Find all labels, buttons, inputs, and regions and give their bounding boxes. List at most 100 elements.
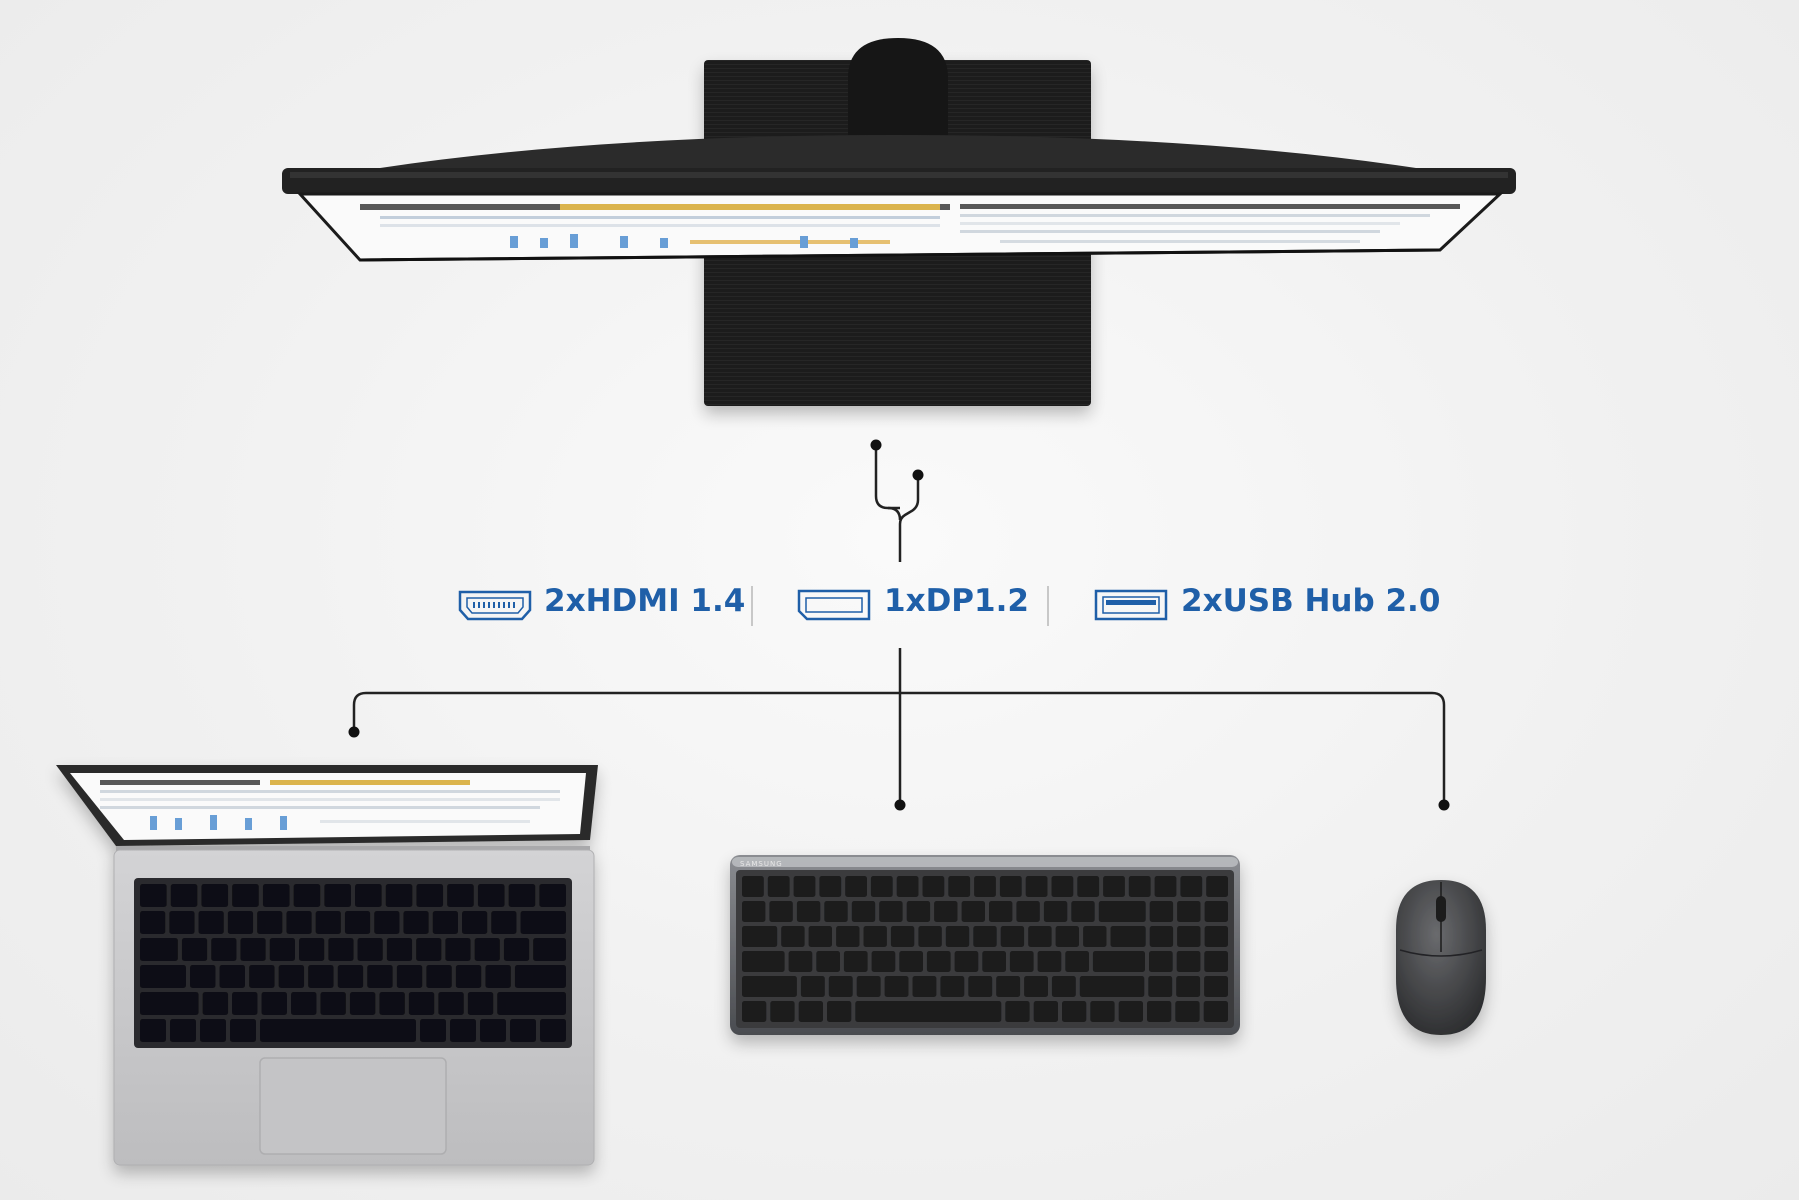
- key: [201, 884, 229, 907]
- laptop: [56, 765, 598, 1166]
- key: [1009, 951, 1034, 972]
- key: [1090, 1001, 1115, 1022]
- key: [510, 1019, 536, 1042]
- key: [767, 876, 790, 897]
- key: [871, 951, 896, 972]
- key: [1028, 926, 1052, 947]
- key: [1065, 951, 1089, 972]
- key: [974, 876, 996, 897]
- key: [230, 1019, 256, 1042]
- key: [227, 911, 254, 934]
- key: [742, 976, 797, 997]
- key: [1071, 901, 1095, 922]
- key: [824, 901, 848, 922]
- hdmi-port-icon: [458, 590, 532, 621]
- usb-port-icon: [1094, 589, 1168, 621]
- key: [856, 976, 881, 997]
- key: [793, 876, 816, 897]
- key: [474, 938, 500, 961]
- key: [770, 1001, 795, 1022]
- key: [843, 951, 868, 972]
- key: [836, 926, 860, 947]
- key: [408, 992, 435, 1015]
- key: [1204, 951, 1228, 972]
- key: [1000, 926, 1025, 947]
- key: [219, 965, 245, 988]
- keyboard-keys: [742, 876, 1228, 1022]
- key: [1051, 876, 1074, 897]
- key: [299, 938, 325, 961]
- key: [948, 876, 971, 897]
- key: [170, 1019, 196, 1042]
- key: [1079, 976, 1145, 997]
- key: [349, 992, 376, 1015]
- key: [945, 926, 970, 947]
- key: [357, 938, 383, 961]
- key: [514, 965, 566, 988]
- key: [355, 884, 382, 907]
- key: [540, 1019, 566, 1042]
- key: [1062, 1001, 1087, 1022]
- key: [855, 1001, 1002, 1022]
- key: [798, 1001, 823, 1022]
- key: [1077, 876, 1100, 897]
- key: [374, 911, 400, 934]
- key: [416, 938, 442, 961]
- usb-hub-label: 2xUSB Hub 2.0: [1181, 583, 1441, 619]
- keyboard: SAMSUNG: [730, 855, 1240, 1035]
- mouse-body: [1396, 880, 1486, 1035]
- key: [278, 965, 305, 988]
- cable-dots: [348, 439, 1450, 811]
- key: [989, 901, 1013, 922]
- key: [379, 992, 405, 1015]
- key: [262, 884, 290, 907]
- key: [899, 951, 923, 972]
- key: [1148, 976, 1173, 997]
- key: [257, 911, 283, 934]
- key: [968, 976, 993, 997]
- key: [190, 965, 216, 988]
- key: [140, 965, 186, 988]
- monitor-stand-neck: [848, 38, 948, 135]
- key: [503, 938, 530, 961]
- key: [940, 976, 965, 997]
- key: [1055, 926, 1079, 947]
- key: [1024, 976, 1048, 997]
- key: [480, 1019, 506, 1042]
- key: [140, 1019, 166, 1042]
- mouse: [1396, 880, 1486, 1035]
- key: [926, 951, 951, 972]
- key: [260, 1019, 416, 1042]
- key: [432, 911, 458, 934]
- key: [1204, 901, 1228, 922]
- key: [1103, 876, 1125, 897]
- key: [169, 911, 195, 934]
- key: [286, 911, 312, 934]
- key: [140, 911, 166, 934]
- key: [1204, 926, 1228, 947]
- laptop-keys: [140, 884, 566, 1042]
- key: [1203, 1001, 1228, 1022]
- key: [954, 951, 979, 972]
- key: [450, 1019, 476, 1042]
- monitor-top-bezel: [282, 168, 1516, 194]
- key: [896, 876, 919, 897]
- key: [1033, 1001, 1058, 1022]
- key: [982, 951, 1006, 972]
- key: [1204, 976, 1228, 997]
- key: [961, 901, 985, 922]
- key: [232, 992, 258, 1015]
- key: [181, 938, 208, 961]
- key: [445, 938, 471, 961]
- key: [337, 965, 364, 988]
- key: [198, 911, 224, 934]
- key: [1176, 976, 1201, 997]
- cable-lines: [352, 447, 1446, 804]
- key: [1098, 901, 1146, 922]
- key: [385, 884, 413, 907]
- key: [269, 938, 295, 961]
- key: [1051, 976, 1076, 997]
- key: [827, 1001, 852, 1022]
- key: [200, 1019, 226, 1042]
